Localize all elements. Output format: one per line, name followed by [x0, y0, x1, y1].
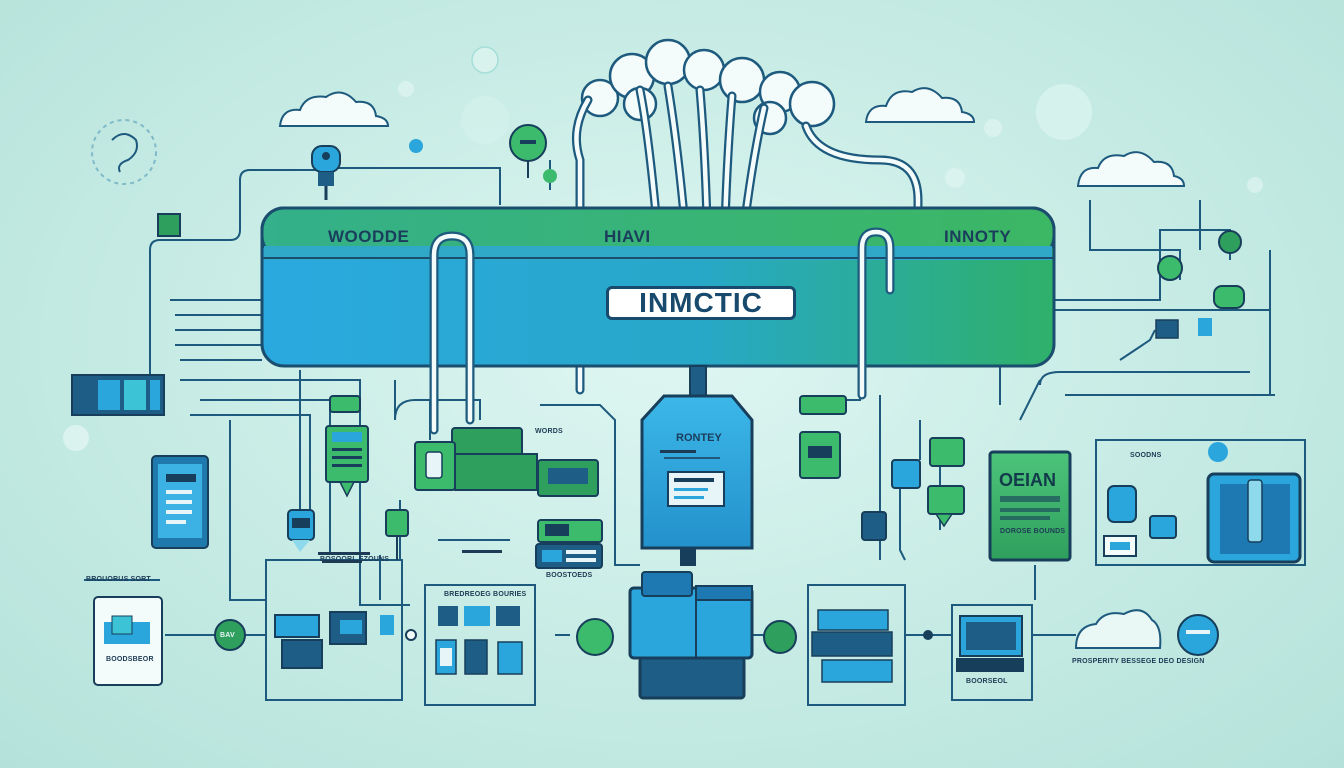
bottom-left-caption: BOODSBEOR: [106, 656, 154, 663]
left-module-caption: BOSOORL EZOUNS: [320, 556, 390, 563]
bottom-mid-caption: BREDREOEG BOURIES: [444, 591, 527, 598]
top-right-box-label: WORDS: [535, 428, 563, 435]
left-tablet: [151, 455, 209, 549]
bottom-card-3-content: [811, 609, 893, 683]
bottom-server: [628, 548, 754, 700]
connector-nodes: [214, 614, 1219, 656]
right-panel-title: OEIAN: [999, 470, 1057, 490]
mid-label: SOODNS: [1130, 452, 1162, 459]
plug-icon-left: [287, 509, 315, 552]
panel-caption: DOROSE BOUNDS: [1000, 528, 1066, 535]
cloud-pipes: [580, 38, 836, 136]
small-device: [157, 213, 181, 237]
cloud-icon-far-right: [1076, 151, 1186, 187]
bottom-left-card: [93, 596, 163, 686]
left-module-stack: [325, 395, 369, 498]
bottom-mid2-caption: BOOSTOEDS: [546, 572, 593, 579]
server-title: RONTEY: [676, 432, 722, 444]
cloud-icon-bottom-right: [1074, 609, 1162, 649]
green-module-right: [799, 395, 965, 541]
right-footer-caption: PROSPERITY BESSEGE DEO DESIGN: [1072, 658, 1205, 665]
right-devices: [1103, 442, 1302, 564]
left-small-caption: BROUORUS SORT: [86, 576, 151, 583]
bottom-card-1-content: [274, 611, 394, 669]
center-badge: INMCTIC: [606, 286, 796, 320]
green-device-cluster: [385, 427, 599, 560]
right-top-nodes: [1155, 230, 1245, 339]
blue-dot: [409, 139, 423, 153]
pipe-bundle-inner: [574, 83, 921, 393]
cloud-icon-right: [864, 87, 976, 123]
mid-device-stack: [535, 519, 603, 569]
hub-right-label: INNOTY: [944, 227, 1012, 246]
bottom-card-4-content: [956, 615, 1024, 672]
connector-lines: [84, 160, 1306, 706]
circle-label: BAV: [220, 632, 235, 639]
hub-middle-label: HIAVI: [604, 227, 651, 246]
hub-left-label: WOODDE: [328, 227, 410, 246]
background-bubbles: [63, 46, 1263, 451]
cloud-icon-left: [278, 91, 390, 127]
doodle-icon: [91, 119, 157, 185]
green-panel-right: [988, 450, 1072, 562]
text-line-decorations: [318, 450, 696, 563]
bottom-card-2-content: [435, 606, 523, 675]
bottom-right-caption: BOORSEOL: [966, 678, 1008, 685]
green-pin-icon: [509, 124, 557, 183]
left-rack-device: [71, 374, 165, 416]
doodle-swirl: [111, 133, 138, 173]
central-server: [640, 365, 754, 550]
bulb-icon: [311, 145, 341, 200]
